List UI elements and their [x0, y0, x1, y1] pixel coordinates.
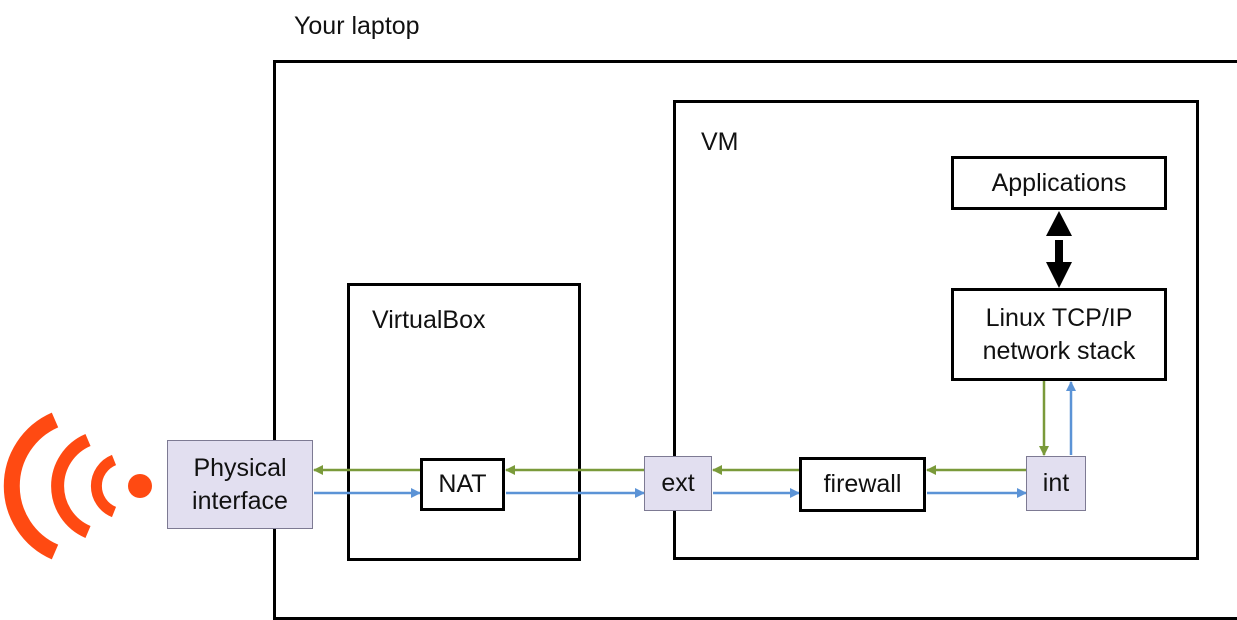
physical-interface: Physical interface — [167, 440, 313, 529]
int-interface: int — [1026, 456, 1086, 511]
firewall-label: firewall — [823, 470, 902, 499]
arrowhead-stack-down — [1046, 262, 1072, 288]
applications-label: Applications — [991, 168, 1127, 197]
vm-frame — [673, 100, 1199, 560]
nat-box: NAT — [420, 458, 505, 511]
arrowhead-apps-up — [1046, 211, 1072, 236]
ext-interface: ext — [644, 456, 712, 511]
firewall-box: firewall — [799, 457, 926, 512]
linux-network-stack-box: Linux TCP/IP network stack — [951, 288, 1167, 381]
virtualbox-frame — [347, 283, 581, 561]
ext-label: ext — [661, 469, 695, 498]
linux-network-stack-label: Linux TCP/IP network stack — [982, 304, 1136, 365]
vm-label: VM — [701, 128, 739, 156]
physical-interface-label: Physical interface — [192, 454, 288, 515]
virtualbox-label: VirtualBox — [372, 306, 486, 334]
laptop-label: Your laptop — [294, 12, 420, 40]
nat-label: NAT — [438, 470, 487, 499]
applications-box: Applications — [951, 156, 1167, 210]
int-label: int — [1042, 469, 1070, 498]
wifi-signal-icon — [3, 412, 152, 560]
connection-arrows — [313, 211, 1076, 498]
